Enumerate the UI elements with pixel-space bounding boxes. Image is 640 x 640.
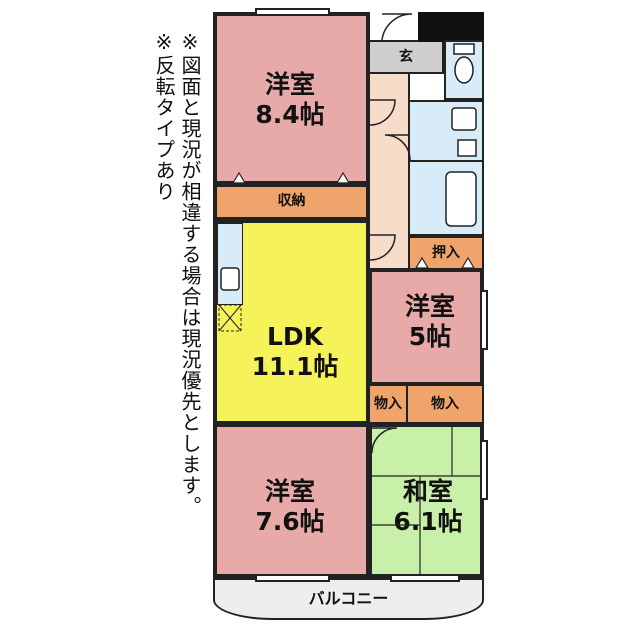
window	[480, 440, 488, 500]
door-swing	[384, 134, 411, 161]
western-room-2-size: 5帖	[408, 322, 452, 351]
window	[390, 574, 460, 582]
western-room-1-size: 8.4帖	[255, 100, 325, 129]
closet-oshiire-name: 押入	[432, 245, 460, 261]
window	[255, 574, 330, 582]
storage-room-1-name: 収納	[277, 193, 306, 209]
bathtub-icon	[445, 171, 477, 227]
ldk-size: 11.1帖	[251, 352, 339, 381]
window	[480, 290, 488, 350]
kitchen-counter	[217, 223, 243, 305]
washbasin-icon	[451, 107, 477, 131]
storage-room-2-name: 物入	[374, 396, 402, 412]
washing-machine-icon	[457, 139, 477, 157]
closet-door-markers	[231, 171, 476, 269]
tatami-lines	[372, 427, 480, 574]
door-swing	[369, 234, 396, 261]
sink-icon	[220, 267, 240, 291]
fridge-space	[218, 304, 242, 332]
ldk-name: LDK	[266, 322, 324, 351]
western-room-2-name: 洋室	[404, 292, 455, 321]
entrance-name: 玄	[399, 49, 413, 65]
note-layout-disclaimer: ※図面と現況が相違する場合は現況優先とします。	[178, 30, 202, 517]
western-room-2	[368, 268, 484, 386]
japanese-room-name: 和室	[402, 477, 453, 506]
storage-room-3-name: 物入	[431, 396, 459, 412]
door-swing	[369, 99, 396, 126]
duct	[418, 12, 484, 42]
western-room-1-name: 洋室	[264, 70, 315, 99]
balcony	[213, 578, 484, 620]
door-swing	[381, 13, 413, 41]
japanese-room	[368, 423, 484, 578]
japanese-room-size: 6.1帖	[393, 507, 463, 536]
door-swing	[371, 427, 398, 454]
entrance	[368, 40, 444, 74]
note-reversed-type: ※反転タイプあり	[152, 30, 176, 202]
storage-room-3	[406, 384, 484, 424]
window	[255, 8, 330, 16]
western-room-3-name: 洋室	[264, 477, 315, 506]
balcony-name: バルコニー	[308, 589, 389, 608]
toilet-icon	[454, 56, 474, 84]
western-room-3-size: 7.6帖	[255, 507, 325, 536]
